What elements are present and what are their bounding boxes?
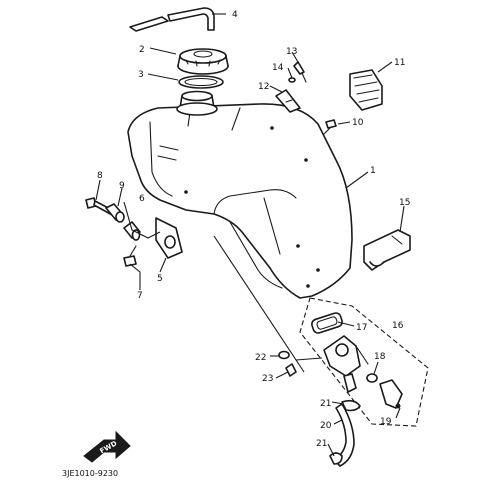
fuel-cock-body	[323, 335, 369, 393]
collar-9	[105, 203, 125, 223]
filler-cap	[177, 48, 229, 75]
cap-gasket	[178, 75, 224, 89]
callout-7: 7	[137, 291, 143, 301]
callout-8: 8	[97, 171, 103, 181]
drawing-code: 3JE1010-9230	[62, 469, 118, 478]
callout-11: 11	[394, 58, 405, 68]
washer-14	[288, 77, 296, 83]
bolt-10	[323, 119, 337, 135]
bolt-13	[293, 61, 307, 83]
bracket-5	[155, 217, 183, 259]
damper-6	[123, 221, 141, 241]
callout-19: 19	[380, 417, 392, 427]
callout-6: 6	[139, 194, 145, 204]
callout-10: 10	[352, 118, 364, 128]
callout-20: 20	[320, 421, 332, 431]
callout-17: 17	[356, 323, 367, 333]
gasket-17	[311, 312, 343, 334]
fuel-tank	[127, 90, 353, 299]
fuel-cock-assembly-box	[299, 297, 429, 427]
screw-23	[285, 363, 297, 377]
breather-hose	[129, 7, 215, 32]
clip-21-lower	[329, 452, 343, 465]
tank-pad	[349, 69, 383, 111]
callout-2: 2	[139, 45, 145, 55]
callout-15: 15	[399, 198, 410, 208]
callout-13: 13	[286, 47, 297, 57]
callout-9: 9	[119, 181, 125, 191]
callout-3: 3	[138, 70, 144, 80]
lever-plate-19	[379, 379, 403, 409]
callout-23: 23	[262, 374, 273, 384]
washer-22	[278, 350, 290, 360]
callout-16: 16	[392, 321, 404, 331]
mount-block-15	[363, 229, 411, 271]
callout-5: 5	[157, 274, 163, 284]
leader-lines	[95, 13, 405, 457]
clip-21-upper	[341, 399, 361, 412]
bolt-7	[123, 245, 137, 267]
callout-12: 12	[258, 82, 269, 92]
callout-1: 1	[370, 166, 376, 176]
callout-18: 18	[374, 352, 386, 362]
tank-bracket	[275, 89, 301, 113]
callout-14: 14	[272, 63, 284, 73]
callout-21-lower: 21	[316, 439, 327, 449]
callout-21-upper: 21	[320, 399, 331, 409]
callout-4: 4	[232, 10, 238, 20]
callout-22: 22	[255, 353, 266, 363]
o-ring-18	[366, 373, 378, 383]
forward-arrow-icon: FWD	[83, 430, 131, 463]
